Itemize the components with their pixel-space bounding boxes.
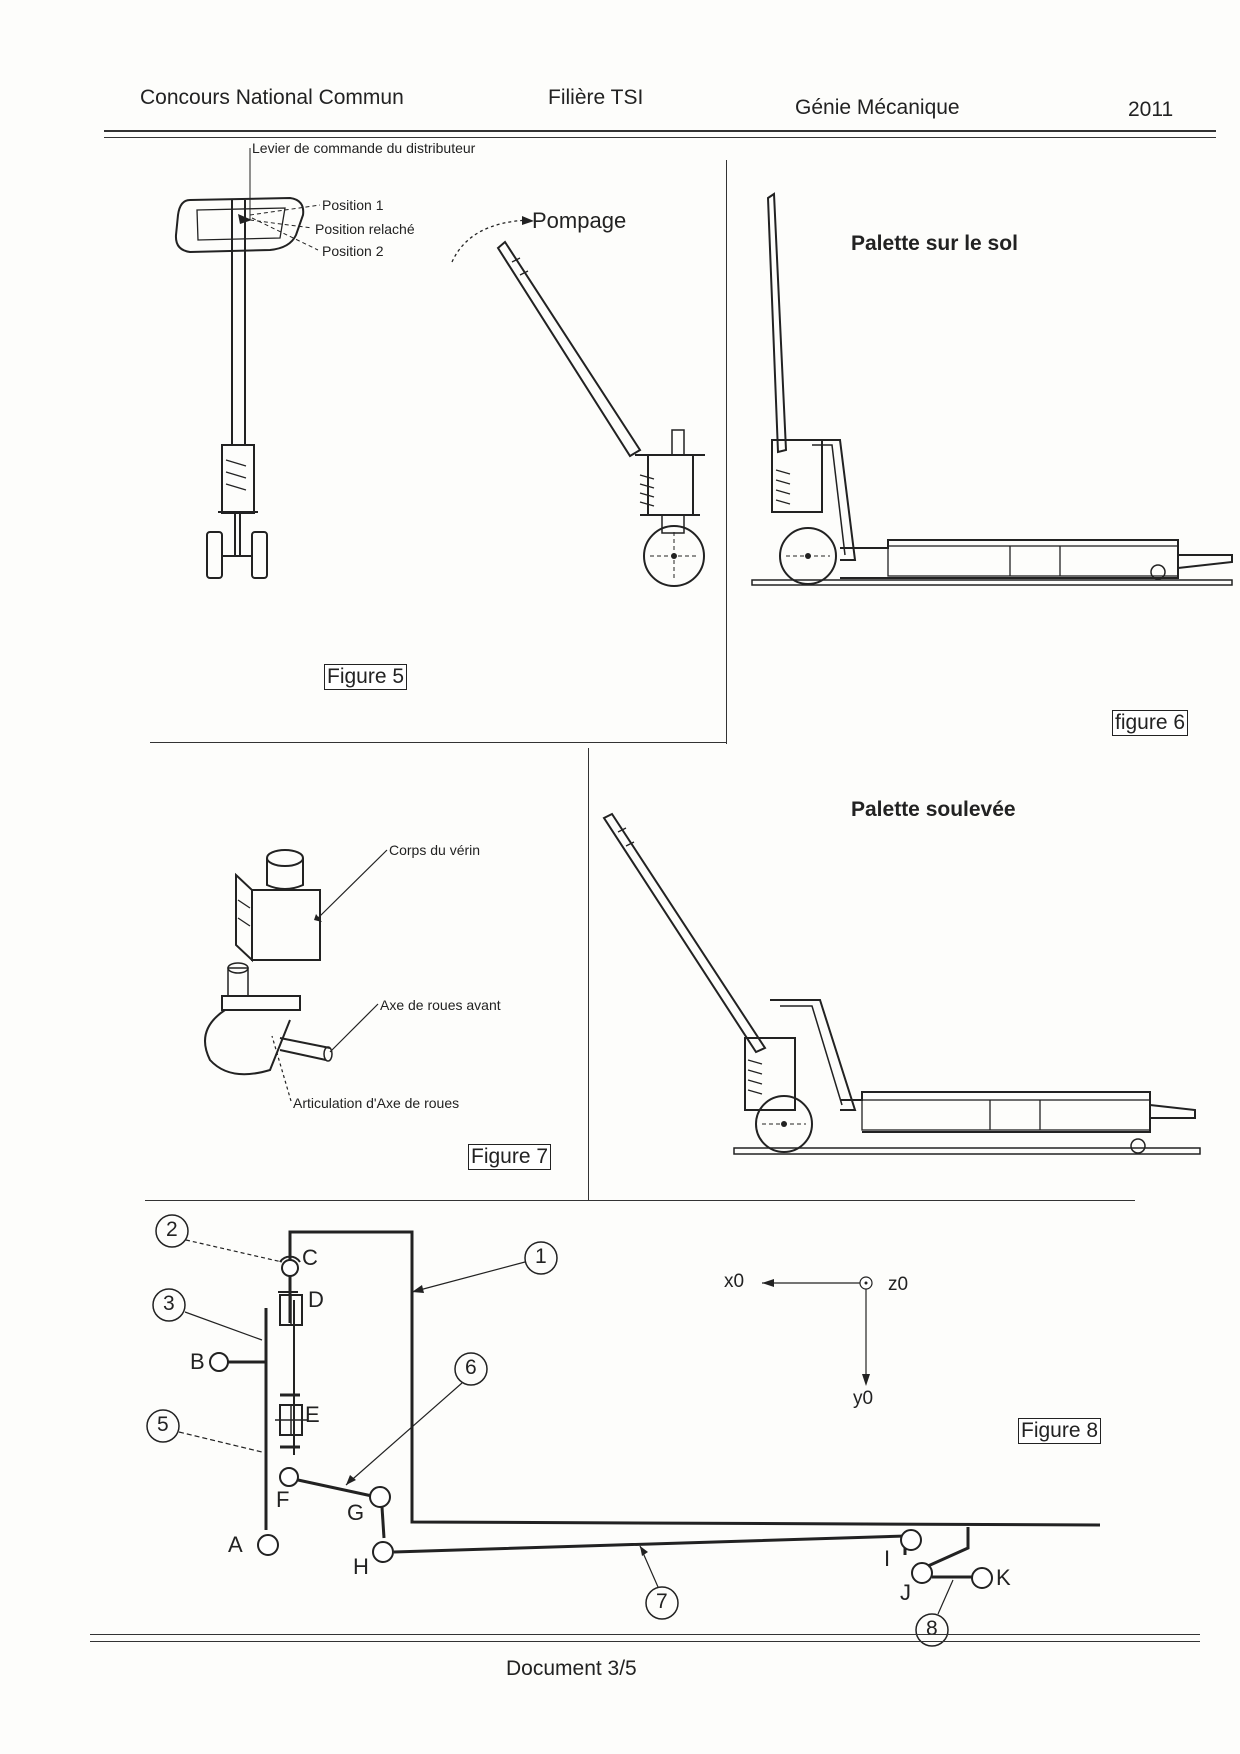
header-year: 2011 — [1128, 98, 1174, 121]
callout-1: 1 — [535, 1245, 547, 1268]
footer-document: Document 3/5 — [506, 1657, 637, 1680]
point-J: J — [900, 1580, 911, 1605]
axis-y0: y0 — [853, 1388, 874, 1409]
callout-8: 8 — [926, 1617, 938, 1640]
callout-6: 6 — [465, 1356, 477, 1379]
divider-fig7-right — [588, 748, 589, 1200]
figure6-caption: figure 6 — [1112, 710, 1189, 736]
divider-fig5-bottom — [150, 742, 726, 743]
figure-lifted-title: Palette soulevée — [851, 798, 1016, 821]
point-B: B — [190, 1349, 205, 1374]
axis-x0: x0 — [724, 1271, 745, 1292]
point-C: C — [302, 1245, 318, 1270]
callout-7: 7 — [656, 1590, 668, 1613]
header-rule-2 — [104, 137, 1216, 138]
label-position-1: Position 1 — [322, 197, 384, 213]
point-A: A — [228, 1532, 243, 1557]
point-F: F — [276, 1487, 290, 1512]
point-I: I — [884, 1546, 891, 1571]
label-lever: Levier de commande du distributeur — [252, 140, 476, 156]
figure8-caption: Figure 8 — [1018, 1418, 1102, 1444]
point-H: H — [353, 1554, 369, 1579]
label-articulation: Articulation d'Axe de roues — [293, 1095, 460, 1111]
point-G: G — [347, 1500, 365, 1525]
label-corps-verin: Corps du vérin — [389, 842, 481, 858]
header-left: Concours National Commun — [140, 86, 404, 109]
label-axe-roues-avant: Axe de roues avant — [380, 997, 501, 1013]
divider-fig8-top — [145, 1200, 1135, 1201]
header-center: Filière TSI — [548, 86, 644, 109]
point-E: E — [305, 1402, 320, 1427]
header-right: Génie Mécanique — [795, 96, 960, 119]
label-position-relache: Position relaché — [315, 221, 415, 237]
callout-3: 3 — [163, 1292, 175, 1315]
divider-fig5-fig6 — [726, 160, 727, 744]
callout-2: 2 — [166, 1218, 178, 1241]
point-D: D — [308, 1287, 324, 1312]
figure5-caption: Figure 5 — [324, 664, 408, 690]
footer-rule-2 — [90, 1641, 1200, 1642]
label-pompage: Pompage — [532, 208, 627, 233]
label-position-2: Position 2 — [322, 243, 384, 259]
callout-5: 5 — [157, 1413, 169, 1436]
figure6-title: Palette sur le sol — [851, 232, 1018, 255]
point-K: K — [996, 1565, 1011, 1590]
footer-rule-1 — [90, 1634, 1200, 1635]
header-rule-1 — [104, 130, 1216, 132]
figure7-caption: Figure 7 — [468, 1144, 552, 1170]
axis-z0: z0 — [888, 1274, 909, 1295]
